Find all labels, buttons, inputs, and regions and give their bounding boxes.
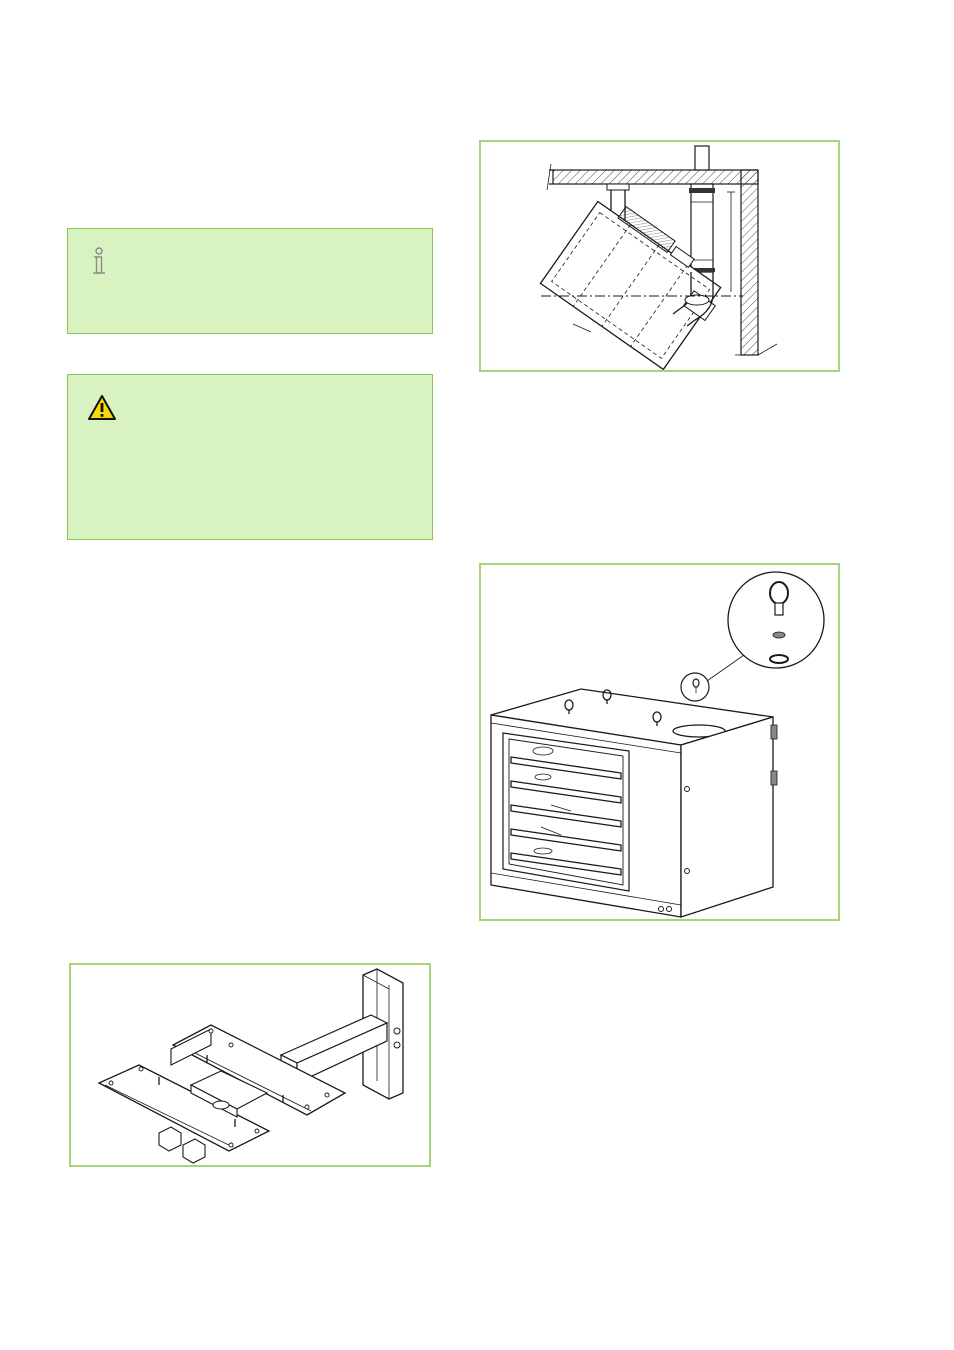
wall-bracket-drawing	[69, 963, 431, 1167]
ceiling-mounted-tilted-heater-drawing	[479, 140, 840, 372]
info-icon	[90, 247, 108, 277]
warning-note	[67, 374, 433, 540]
heater-with-eyebolt-detail-drawing	[479, 563, 840, 921]
info-note	[67, 228, 433, 334]
warning-triangle-icon	[87, 394, 117, 421]
